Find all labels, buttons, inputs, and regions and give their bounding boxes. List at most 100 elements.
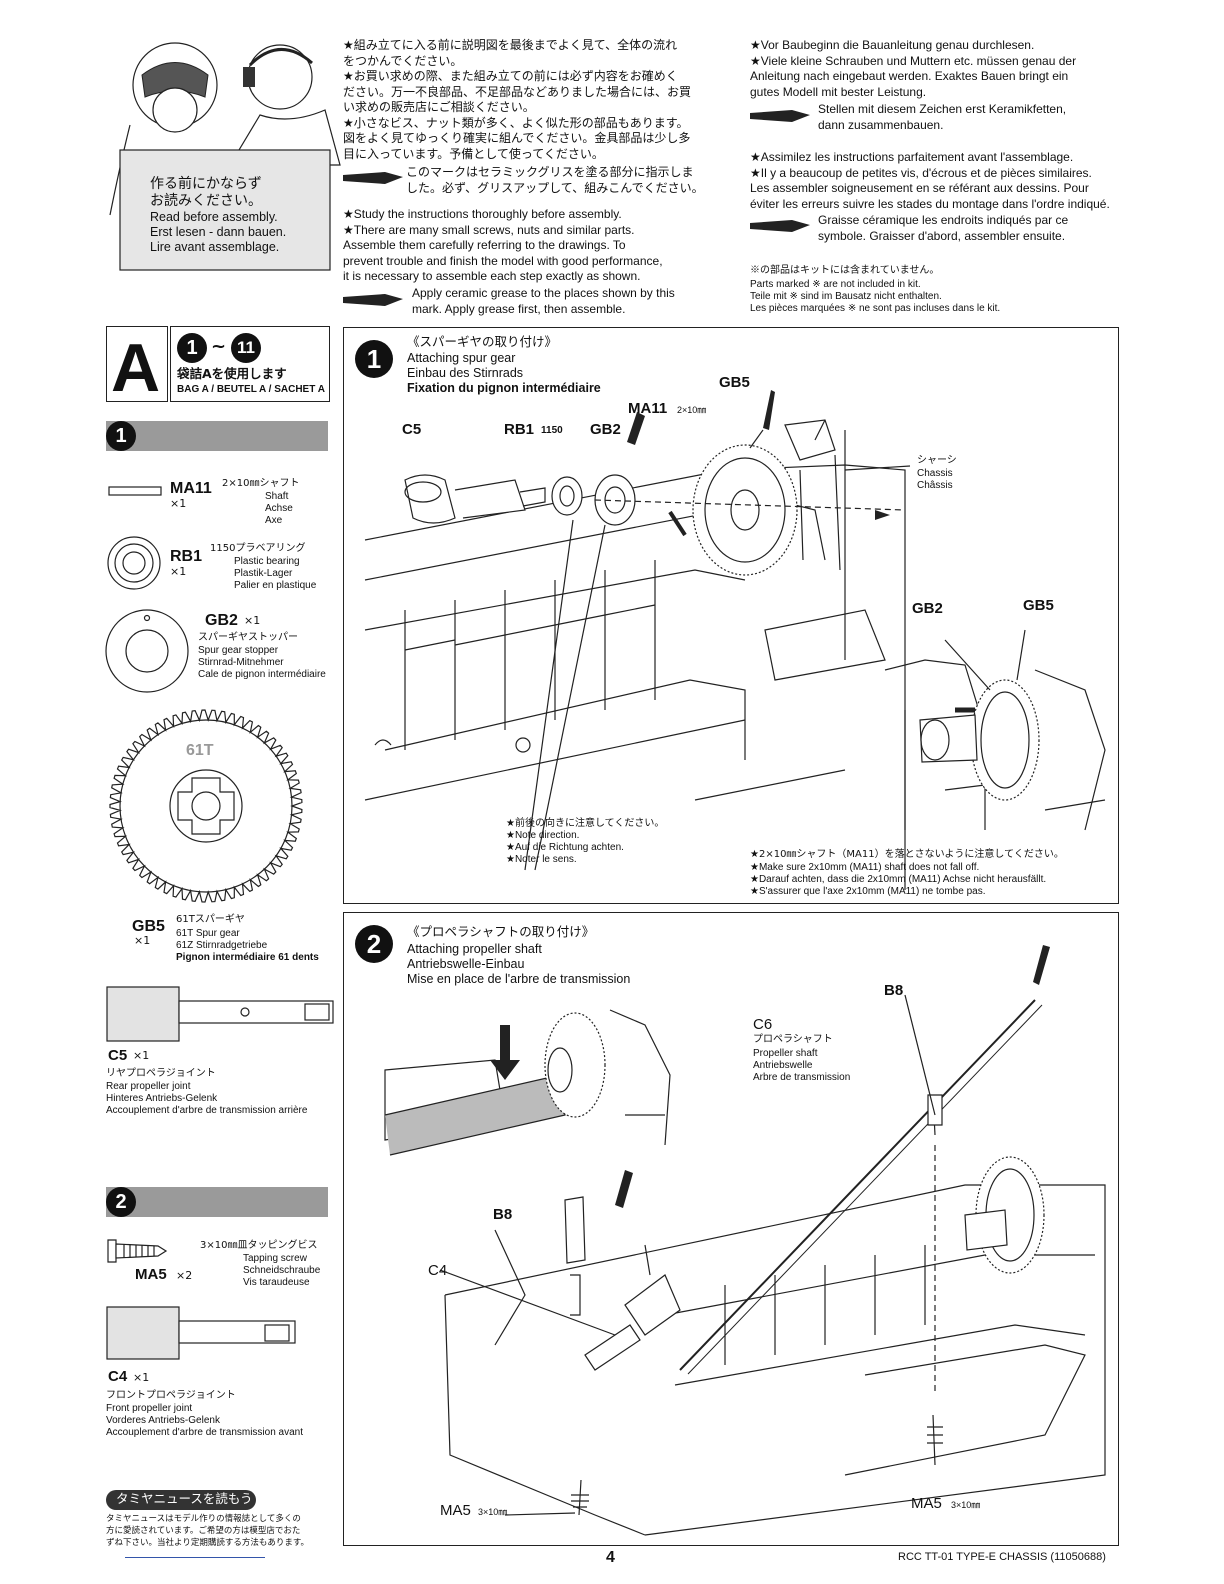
rb1-en: Plastic bearing [234, 556, 300, 567]
note-direction-ja: ★前後の向きに注意してください。 [506, 818, 665, 829]
ma5-code: MA5 [135, 1266, 167, 1283]
grease-icon [750, 220, 810, 232]
notes-fr: ★Assimilez les instructions parfaitement… [750, 150, 1130, 212]
ma5-qty: ×2 [176, 1269, 193, 1282]
gear-stopper-drawing [105, 609, 189, 693]
range-end-badge: 11 [231, 333, 261, 363]
note-line: 図をよく見てゆっくり確実に組んでください。金具部品は少し多 [343, 131, 691, 145]
gear-tooth-label: 61T [186, 742, 214, 759]
note-shaft-en: ★Make sure 2x10mm (MA11) shaft does not … [750, 862, 980, 873]
c4-fr: Accouplement d'arbre de transmission ava… [106, 1427, 304, 1438]
ma5-fr: Vis taraudeuse [243, 1277, 310, 1288]
c6-fr: Arbre de transmission [753, 1072, 851, 1083]
notes-ja: ★組み立てに入る前に説明図を最後までよく見て、全体の流れ をつかんでください。 … [343, 38, 713, 162]
card-de: Erst lesen - dann bauen. [150, 225, 287, 239]
gb5-en: 61T Spur gear [176, 928, 240, 939]
footer-title: RCC TT-01 TYPE-E CHASSIS (11050688) [898, 1551, 1106, 1563]
grease-ja-line2: した。必ず、グリスアップして、組みこんでください。 [406, 181, 704, 195]
grease-de-line2: dann zusammenbauen. [818, 118, 944, 132]
grease-icon [750, 110, 810, 122]
note-line: ★There are many small screws, nuts and s… [343, 222, 635, 237]
step1-parts-badge: 1 [106, 421, 136, 451]
note-direction-fr: ★Noter le sens. [506, 854, 577, 865]
step2-label-ma5-right: MA5 [911, 1495, 942, 1512]
step2-label-b8-top: B8 [884, 982, 904, 999]
step2-label-c4: C4 [428, 1262, 448, 1279]
tapping-screw-drawing [107, 1239, 168, 1263]
step1-label-gb2: GB2 [590, 421, 621, 438]
not-included-de: Teile mit ※ sind im Bausatz nicht enthal… [750, 291, 942, 302]
step2-label-b8-mid: B8 [493, 1206, 513, 1223]
gb5-qty: ×1 [134, 934, 151, 947]
grease-fr-line2: symbole. Graisser d'abord, assembler ens… [818, 229, 1066, 243]
note-line: ★小さなビス、ナット類が多く、よく似た形の部品もあります。 [343, 115, 689, 130]
note-line: Assemble them carefully referring to the… [343, 238, 626, 252]
note-line: éviter les erreurs suivre les stades du … [750, 196, 1110, 211]
range-start-badge: 1 [177, 333, 207, 363]
news-badge-label: タミヤニュースを読もう [116, 1491, 253, 1506]
step1-label-ma11-size: 2×10㎜ [677, 405, 707, 415]
c6-en: Propeller shaft [753, 1048, 818, 1059]
mechanic-illustration [109, 42, 341, 271]
gb2-qty: ×1 [244, 614, 261, 627]
bag-multilang: BAG A / BEUTEL A / SACHET A [177, 384, 325, 395]
rb1-qty: ×1 [170, 565, 187, 578]
range-separator: ~ [211, 336, 227, 357]
note-line: 目に入っています。予備として使ってください。 [343, 146, 604, 161]
front-joint-drawing [106, 1306, 296, 1360]
note-line: ★Vor Baubeginn die Bauanleitung genau du… [750, 38, 1035, 52]
rb1-code: RB1 [170, 548, 203, 565]
bag-info-box: 1 ~ 11 袋詰Aを使用します BAG A / BEUTEL A / SACH… [170, 326, 330, 402]
gb2-de: Stirnrad-Mitnehmer [198, 657, 284, 668]
ma11-en: Shaft [265, 491, 289, 502]
note-line: ★お買い求めの際、また組み立ての前には必ず内容をお確めく [343, 69, 678, 83]
note-line: ★組み立てに入る前に説明図を最後までよく見て、全体の流れ [343, 38, 678, 52]
gb5-ja: 61Tスパーギヤ [176, 914, 245, 925]
news-text-line1: タミヤニュースはモデル作りの情報誌として多くの [106, 1514, 301, 1524]
note-line: Les assembler soigneusement en se référa… [750, 181, 1089, 195]
card-ja-line1: 作る前にかならず [150, 176, 262, 192]
news-underline [125, 1557, 265, 1558]
not-included-fr: Les pièces marquées ※ ne sont pas inclus… [750, 303, 1001, 314]
step1-label-rb1: RB1 [504, 421, 535, 438]
note-shaft-fr: ★S'assurer que l'axe 2x10mm (MA11) ne to… [750, 886, 986, 897]
step1-assembly-drawing [364, 390, 1106, 890]
bearing-drawing [107, 536, 161, 590]
rb1-fr: Palier en plastique [234, 580, 317, 591]
c5-fr: Accouplement d'arbre de transmission arr… [106, 1105, 308, 1116]
news-badge: タミヤニュースを読もう [106, 1490, 256, 1510]
ma11-ja: 2×10㎜シャフト [222, 478, 300, 489]
c4-code: C4 [108, 1368, 128, 1385]
step1-parts-bar [106, 421, 328, 451]
note-line: をつかんでください。 [343, 53, 463, 68]
step2-parts-bar [106, 1187, 328, 1217]
grease-en-line2: mark. Apply grease first, then assemble. [412, 302, 626, 316]
note-line: い求めの販売店にご相談ください。 [343, 100, 535, 114]
ma5-en: Tapping screw [243, 1253, 307, 1264]
step2-title-de: Antriebswelle-Einbau [407, 957, 525, 971]
step2-label-ma5-right-size: 3×10㎜ [951, 1500, 981, 1510]
note-line: prevent trouble and finish the model wit… [343, 253, 663, 268]
not-included-ja: ※の部品はキットには含まれていません。 [750, 265, 940, 276]
grease-icon [343, 294, 403, 306]
ma5-de: Schneidschraube [243, 1265, 321, 1276]
c5-de: Hinteres Antriebs-Gelenk [106, 1093, 218, 1104]
step2-title-en: Attaching propeller shaft [407, 942, 542, 956]
news-text-line3: ずね下さい。当社より定期購読する方法もあります。 [106, 1538, 309, 1548]
gb2-fr: Cale de pignon intermédiaire [198, 669, 326, 680]
bag-letter-box: A [106, 326, 168, 406]
card-en: Read before assembly. [150, 210, 278, 224]
step1-title-ja: 《スパーギヤの取り付け》 [407, 334, 558, 349]
note-direction-de: ★Auf die Richtung achten. [506, 842, 624, 853]
note-line: ★Study the instructions thoroughly befor… [343, 207, 622, 221]
note-line: gutes Modell mit bester Leistung. [750, 84, 927, 99]
rb1-ja: 1150プラベアリング [210, 543, 306, 554]
shaft-drawing [108, 486, 162, 496]
card-ja-line2: お読みください。 [150, 193, 262, 209]
chassis-label-ja: シャーシ [917, 455, 957, 466]
step1-title-en: Attaching spur gear [407, 351, 516, 365]
c6-ja: プロペラシャフト [753, 1034, 833, 1045]
ma11-code: MA11 [170, 480, 212, 497]
note-line: Anleitung nach eingebaut werden. Exaktes… [750, 69, 1069, 83]
c4-en: Front propeller joint [106, 1403, 193, 1414]
